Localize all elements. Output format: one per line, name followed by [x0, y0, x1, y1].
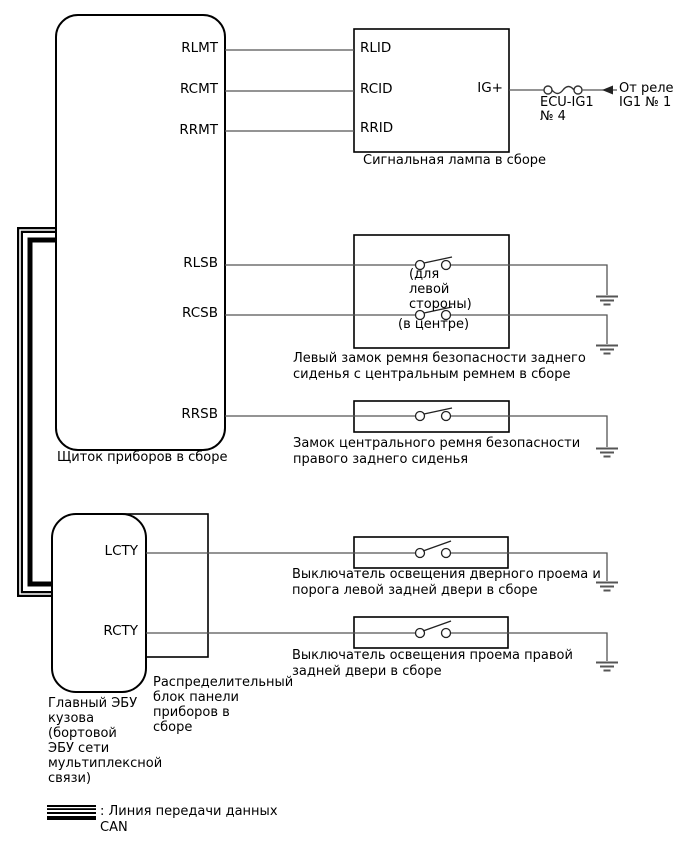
fuse-name: ECU-IG1 [540, 95, 594, 110]
ground-icon [596, 344, 618, 355]
rcty-circuit [146, 620, 618, 672]
rcsb-circuit [225, 306, 618, 355]
ecu-caption-2: кузова [48, 711, 95, 726]
seatbelt-left-caption-2: сиденья с центральным ремнем в сборе [293, 367, 571, 382]
ground-icon [596, 447, 618, 458]
junction-caption-4: сборе [153, 720, 193, 735]
fuse-number: № 4 [540, 109, 566, 124]
instrument-panel-outline [55, 14, 226, 451]
ground-icon [596, 661, 618, 672]
pin-ig: IG+ [477, 80, 503, 96]
pin-rrsb: RRSB [181, 406, 218, 422]
ecu-caption-4: ЭБУ сети [48, 741, 110, 756]
rlsb-circuit [225, 256, 618, 306]
main-body-ecu-outline [51, 513, 147, 693]
ig-feed-wire [509, 85, 617, 95]
relay-source-line1: От реле [619, 81, 674, 96]
switch-icon [414, 540, 452, 559]
seatbelt-right-caption-1: Замок центрального ремня безопасности [293, 436, 581, 451]
signal-wires [225, 49, 354, 132]
switch-note-left-3: стороны) [409, 297, 472, 312]
arrow-left-icon [602, 85, 613, 95]
can-bus-lines [17, 227, 56, 597]
rrsb-circuit [225, 407, 618, 458]
pin-rlid: RLID [360, 40, 392, 56]
pin-rrmt: RRMT [179, 122, 218, 138]
junction-caption-2: блок панели [153, 690, 239, 705]
switch-icon [414, 306, 453, 321]
signal-lamp-caption: Сигнальная лампа в сборе [363, 153, 547, 168]
seatbelt-left-caption-1: Левый замок ремня безопасности заднего [293, 351, 586, 366]
pin-rcid: RCID [360, 81, 393, 97]
pin-rlmt: RLMT [181, 40, 218, 56]
relay-source-line2: IG1 № 1 [619, 95, 672, 110]
instrument-panel-caption: Щиток приборов в сборе [57, 450, 228, 465]
switch-note-left-2: левой [409, 282, 450, 297]
pin-rlsb: RLSB [183, 255, 218, 271]
switch-icon [414, 620, 452, 639]
legend-text-1: : Линия передачи данных [100, 804, 278, 819]
ecu-caption-3: (бортовой [48, 726, 117, 741]
junction-caption-1: Распределительный [153, 675, 294, 690]
ecu-caption-6: связи) [48, 771, 92, 786]
fuse-icon [543, 85, 583, 95]
ecu-caption-5: мультиплексной [48, 756, 163, 771]
courtesy-right-caption-1: Выключатель освещения проема правой [292, 648, 573, 663]
switch-note-left-1: (для [409, 267, 440, 282]
ground-icon [596, 295, 618, 306]
legend-text-2: CAN [100, 820, 128, 835]
switch-icon [414, 407, 453, 422]
ecu-caption-1: Главный ЭБУ [48, 696, 138, 711]
switch-icon [414, 256, 453, 271]
junction-caption-3: приборов в [153, 705, 230, 720]
ground-icon [596, 581, 618, 592]
pin-lcty: LCTY [104, 543, 138, 559]
lcty-circuit [146, 540, 618, 592]
courtesy-right-caption-2: задней двери в сборе [292, 664, 442, 679]
pin-rrid: RRID [360, 120, 394, 136]
pin-rcty: RCTY [103, 623, 138, 639]
seatbelt-right-caption-2: правого заднего сиденья [293, 452, 469, 467]
pin-rcsb: RCSB [182, 305, 218, 321]
courtesy-left-caption-1: Выключатель освещения дверного проема и [292, 567, 601, 582]
pin-rcmt: RCMT [179, 81, 218, 97]
can-legend-swatch [47, 805, 96, 820]
switch-note-center: (в центре) [398, 317, 470, 332]
courtesy-left-caption-2: порога левой задней двери в сборе [292, 583, 538, 598]
signal-lamp-outline [353, 28, 510, 153]
seatbelt-left-outline [353, 234, 510, 349]
